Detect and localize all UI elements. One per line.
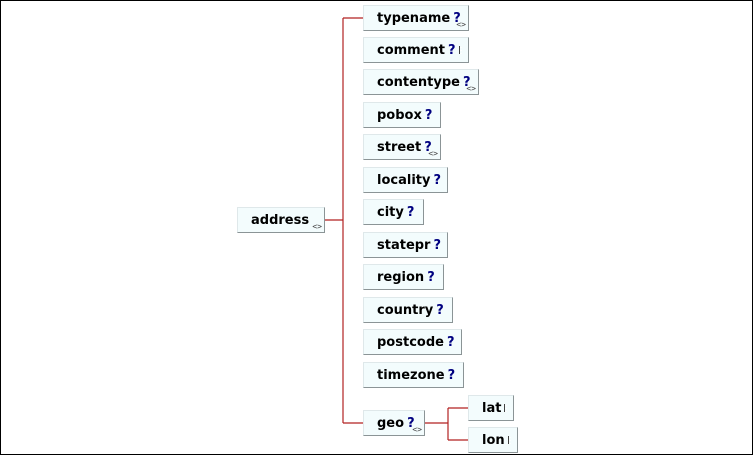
node-contentype[interactable]: contentype?<> (363, 69, 479, 95)
optional-marker: ? (433, 172, 442, 188)
optional-marker: ? (463, 74, 471, 90)
node-label: statepr (377, 237, 431, 253)
text-content-icon (504, 404, 507, 412)
node-lon[interactable]: lon (468, 427, 518, 453)
node-label: contentype (377, 74, 460, 90)
node-label: city (377, 204, 404, 220)
optional-marker: ? (433, 237, 442, 253)
node-country[interactable]: country? (363, 297, 453, 323)
any-content-icon: <> (456, 20, 466, 29)
optional-marker: ? (424, 139, 432, 155)
node-label: pobox (377, 107, 422, 123)
any-content-icon: <> (312, 222, 322, 231)
any-content-icon: <> (412, 425, 422, 434)
optional-marker: ? (446, 334, 455, 350)
node-timezone[interactable]: timezone? (363, 362, 464, 388)
node-label: comment (377, 42, 446, 58)
node-pobox[interactable]: pobox? (363, 102, 441, 128)
optional-marker: ? (453, 10, 461, 26)
node-comment[interactable]: comment? (363, 37, 469, 63)
node-statepr[interactable]: statepr? (363, 232, 448, 258)
node-label: typename (377, 10, 451, 26)
optional-marker: ? (406, 204, 415, 220)
any-content-icon: <> (466, 84, 476, 93)
node-lat[interactable]: lat (468, 395, 514, 421)
optional-marker: ? (427, 269, 435, 285)
node-label: region (377, 269, 425, 285)
node-geo[interactable]: geo?<> (363, 410, 425, 436)
node-label: postcode (377, 334, 444, 350)
optional-marker: ? (436, 302, 444, 318)
node-city[interactable]: city? (363, 199, 424, 225)
node-label: country (377, 302, 434, 318)
node-label: street (377, 139, 422, 155)
node-label: lat (482, 400, 502, 416)
node-address[interactable]: address <> (237, 207, 325, 233)
node-region[interactable]: region? (363, 264, 444, 290)
node-label: locality (377, 172, 431, 188)
node-typename[interactable]: typename?<> (363, 5, 469, 31)
any-content-icon: <> (428, 149, 438, 158)
node-label: lon (482, 432, 505, 448)
optional-marker: ? (448, 42, 456, 58)
node-locality[interactable]: locality? (363, 167, 448, 193)
text-content-icon (458, 46, 462, 54)
node-label: timezone (377, 367, 445, 383)
node-postcode[interactable]: postcode? (363, 329, 462, 355)
node-street[interactable]: street?<> (363, 134, 441, 160)
node-label: geo (377, 415, 405, 431)
optional-marker: ? (407, 415, 415, 431)
optional-marker: ? (424, 107, 433, 123)
node-label: address (251, 212, 310, 228)
text-content-icon (507, 436, 511, 444)
optional-marker: ? (447, 367, 456, 383)
